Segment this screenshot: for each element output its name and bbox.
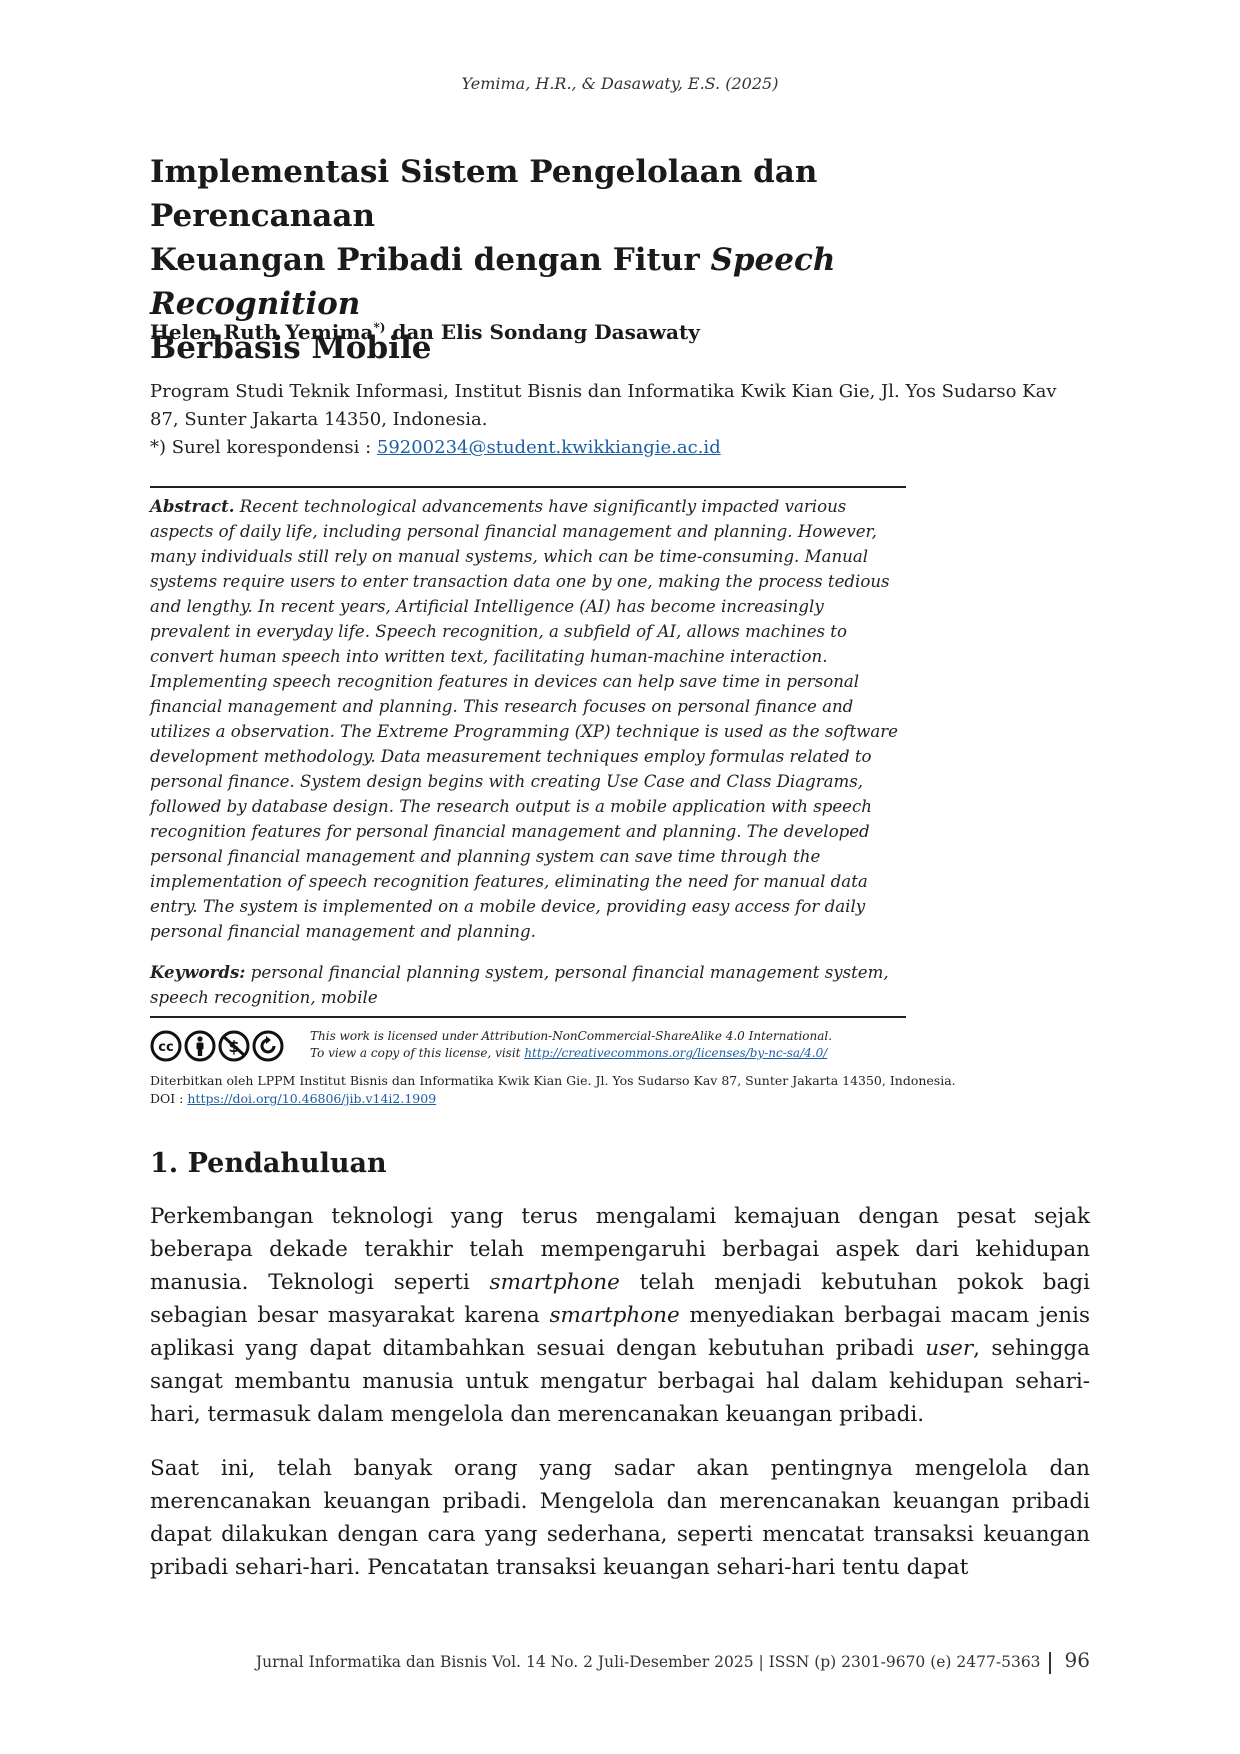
keywords: Keywords: personal financial planning sy… [150,960,906,1010]
sa-icon [252,1030,284,1062]
p1-text-e: menyediakan berbagai macam jenis aplikas… [150,1303,1090,1361]
keywords-label: Keywords: [150,962,246,982]
journal-info: Jurnal Informatika dan Bisnis Vol. 14 No… [255,1653,1041,1671]
license-link[interactable]: http://creativecommons.org/licenses/by-n… [524,1046,828,1060]
authors: Helen Ruth Yemima*) dan Elis Sondang Das… [150,320,700,344]
license-line-2: To view a copy of this license, visit ht… [310,1045,1010,1062]
abstract-bottom-rule [150,1016,906,1018]
cc-license-badge[interactable]: cc $ [150,1030,284,1066]
license-note: This work is licensed under Attribution-… [310,1028,1010,1062]
license-line-1: This work is licensed under Attribution-… [310,1029,833,1043]
abstract: Abstract. Recent technological advanceme… [150,494,906,944]
p1-text-c: telah menjadi kebutuhan pokok bagi sebag… [150,1270,1090,1328]
doi-label: DOI : [150,1091,188,1106]
doi-line: DOI : https://doi.org/10.46806/jib.v14i2… [150,1090,1110,1108]
abstract-label: Abstract. [150,496,235,516]
abstract-text: Recent technological advancements have s… [150,497,898,941]
title-line-3: Berbasis Mobile [150,330,432,366]
paragraph-1: Perkembangan teknologi yang terus mengal… [150,1200,1090,1431]
corresponding-marker: *) [373,320,386,335]
author-rest: dan Elis Sondang Dasawaty [385,320,700,344]
p1-italic-user: user [925,1336,974,1361]
license-line-2-prefix: To view a copy of this license, visit [310,1046,525,1060]
email-link[interactable]: 59200234@student.kwikkiangie.ac.id [376,437,721,458]
p1-italic-smartphone-1: smartphone [489,1270,620,1295]
p1-text-a: Perkembangan teknologi yang terus mengal… [150,1204,1090,1295]
title-line-2-italic: Speech Recognition [150,242,836,322]
nc-icon: $ [218,1030,250,1062]
by-icon [184,1030,216,1062]
svg-text:cc: cc [158,1040,173,1055]
abstract-top-rule [150,486,906,488]
correspondence-label: *) Surel korespondensi : [150,437,377,458]
paper-title: Implementasi Sistem Pengelolaan dan Pere… [150,150,1050,370]
page-number: 96 [1064,1648,1090,1672]
section-heading: 1. Pendahuluan [150,1148,387,1179]
doi-link[interactable]: https://doi.org/10.46806/jib.v14i2.1909 [187,1091,437,1106]
title-line-1: Implementasi Sistem Pengelolaan dan Pere… [150,154,818,234]
author-first: Helen Ruth Yemima [150,320,374,344]
affiliation-line: Program Studi Teknik Informasi, Institut… [150,381,1057,430]
running-head: Yemima, H.R., & Dasawaty, E.S. (2025) [461,74,779,93]
footer-divider [1048,1652,1051,1674]
publisher-line: Diterbitkan oleh LPPM Institut Bisnis da… [150,1073,956,1088]
title-line-2-prefix: Keuangan Pribadi dengan Fitur [150,242,711,278]
affiliation: Program Studi Teknik Informasi, Institut… [150,378,1090,462]
p1-italic-smartphone-2: smartphone [549,1303,680,1328]
publisher-info: Diterbitkan oleh LPPM Institut Bisnis da… [150,1072,1110,1108]
keywords-text: personal financial planning system, pers… [150,963,889,1007]
correspondence: *) Surel korespondensi : 59200234@studen… [150,434,1090,462]
paragraph-2: Saat ini, telah banyak orang yang sadar … [150,1456,1090,1580]
cc-icon: cc [150,1030,182,1062]
p1-text-g: , sehingga sangat membantu manusia untuk… [150,1336,1091,1427]
page-footer: Jurnal Informatika dan Bisnis Vol. 14 No… [230,1648,1090,1674]
